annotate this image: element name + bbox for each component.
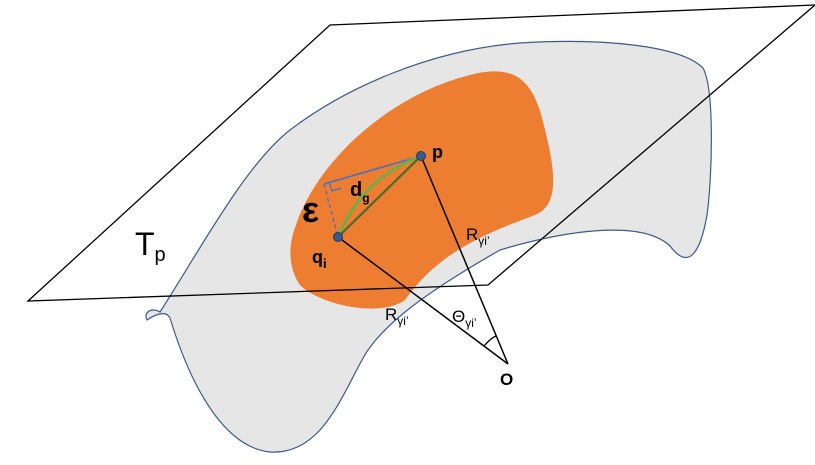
right-angle-marker [328,181,342,192]
epsilon-region [290,71,554,309]
geodesic-chord [337,155,422,238]
radius-lower-label: Rγi’ [385,305,409,328]
tangent-plane-label: Tp [135,226,166,266]
angle-label: Θγi’ [452,307,477,330]
radius-line-q [337,236,509,365]
tangent-projection-line [323,155,422,185]
point-p-label: p [432,142,443,162]
radius-line-p [420,155,509,365]
geodesic-label: dg [350,179,370,205]
point-q-marker [333,232,343,242]
point-p-marker [416,151,426,161]
origin-label: O [500,370,513,389]
radius-upper-label: Rγi’ [466,225,490,248]
point-q-label: qi [312,247,327,271]
epsilon-label: ε [302,189,319,230]
tangent-plane [26,4,815,302]
perpendicular-drop-line [323,183,339,238]
angle-arc [483,335,497,347]
geodesic-curve [336,154,422,238]
